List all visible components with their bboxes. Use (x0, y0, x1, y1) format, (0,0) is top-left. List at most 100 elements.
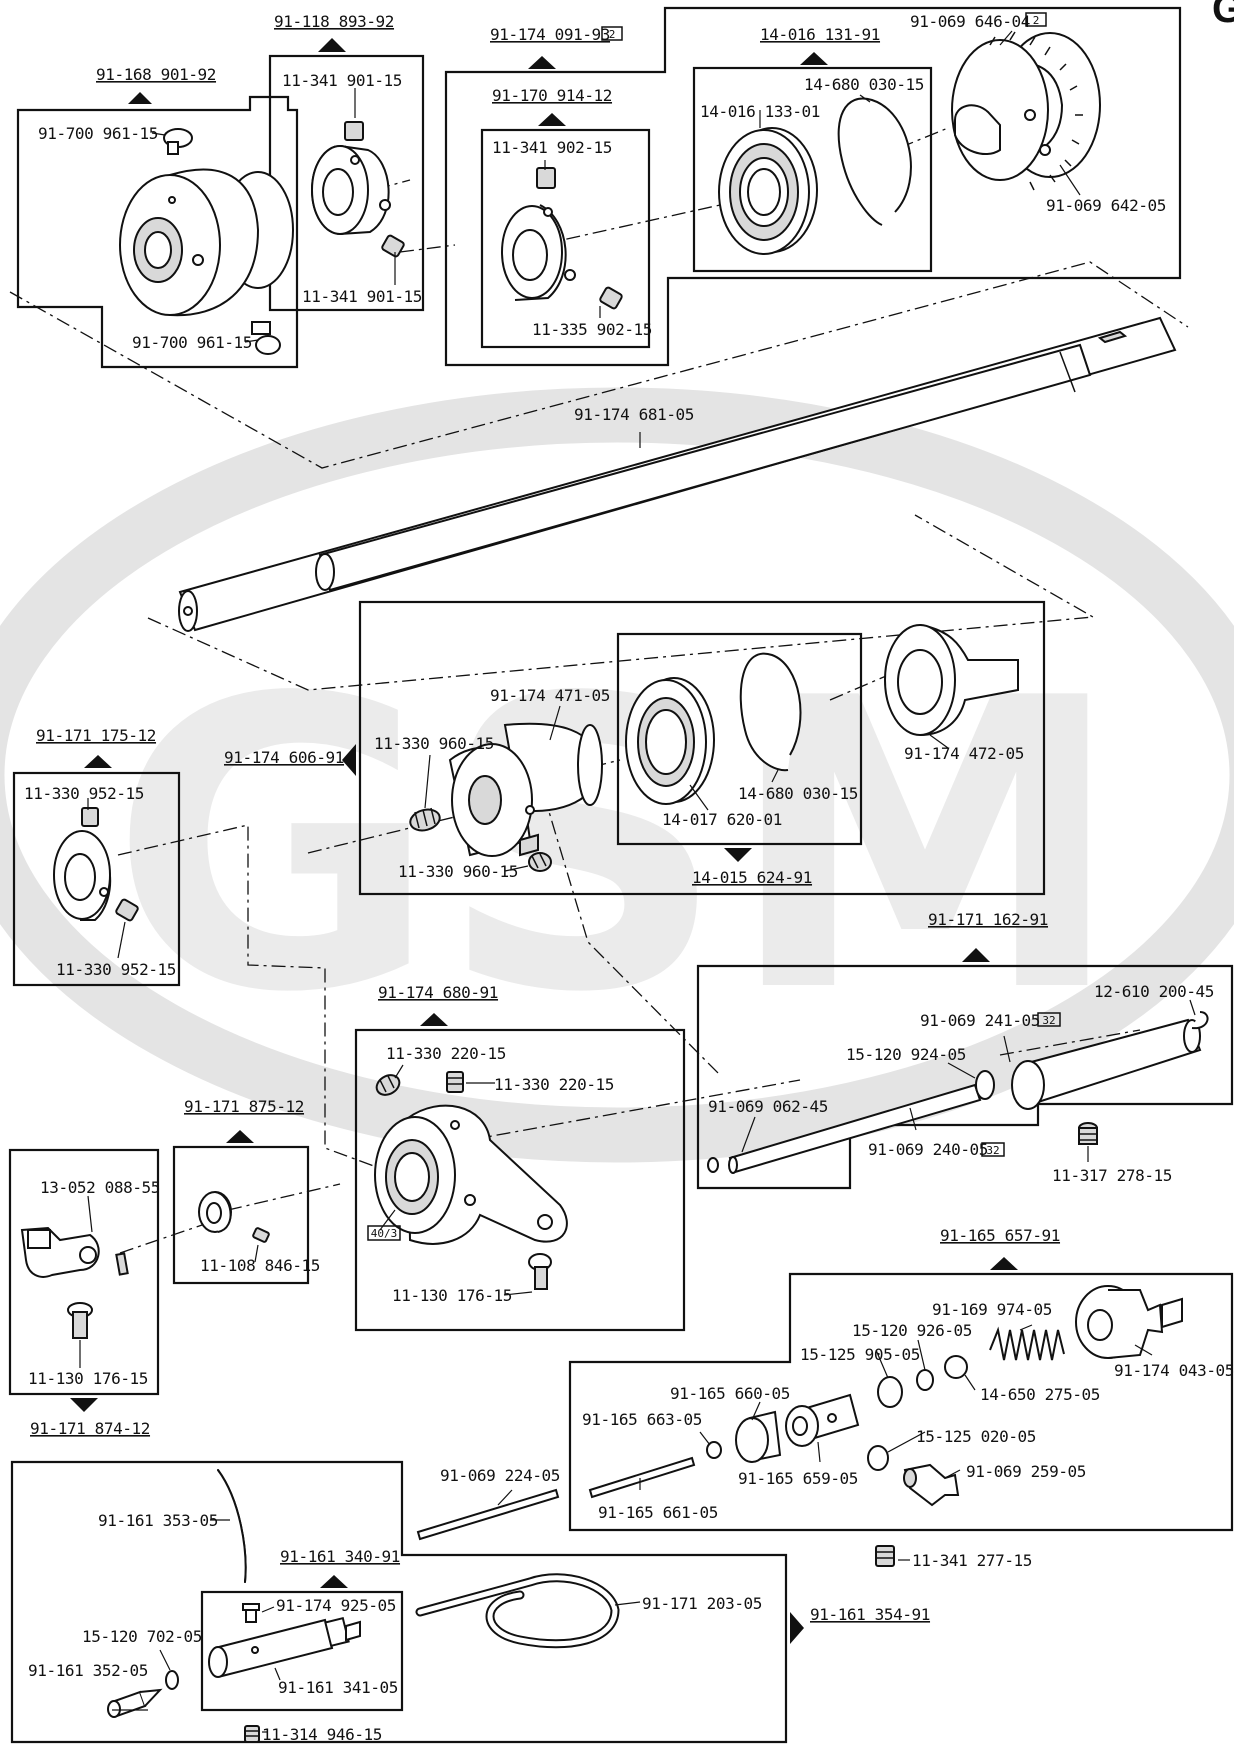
assembly-arrows (70, 38, 1018, 1644)
arrow-up-icon (990, 1257, 1018, 1270)
retaining-ring-14-680-a (837, 97, 912, 226)
assembly-labels: 91-168 901-92 91-118 893-92 91-174 091-9… (30, 12, 1060, 1624)
arrow-down-icon (724, 848, 752, 862)
box-91-174-606-91 (358, 600, 1046, 896)
arrow-up-icon (420, 1013, 448, 1026)
assembly-label-a7: 91-171 175-12 (36, 726, 156, 745)
lever-91-171-874 (20, 1226, 100, 1278)
part-label-p36: 91-165 660-05 (670, 1384, 790, 1403)
part-label-p50: 91-161 352-05 (28, 1661, 148, 1680)
leader-lines (79, 30, 1196, 1733)
spring-91-169-974 (989, 1326, 1065, 1361)
bearing-14-017 (625, 677, 715, 805)
valve-91-165-659 (785, 1393, 860, 1447)
assembly-boxes (8, 6, 1234, 1744)
assembly-label-a1: 91-168 901-92 (96, 65, 216, 84)
main-shaft (178, 316, 1177, 632)
part-label-p6: 11-335 902-15 (532, 320, 652, 339)
tip-91-161-352 (107, 1688, 163, 1718)
part-label-p23: 91-069 062-45 (708, 1097, 828, 1116)
plug-91-165-660 (735, 1410, 782, 1463)
part-label-p38: 14-650 275-05 (980, 1385, 1100, 1404)
part-label-p44: 91-069 224-05 (440, 1466, 560, 1485)
part-label-p22: 15-120 924-05 (846, 1045, 966, 1064)
part-label-p39: 91-174 043-05 (1114, 1361, 1234, 1380)
wick-91-161-353-inner (217, 1469, 247, 1583)
box-91-170-914-12 (480, 128, 651, 349)
qty-a3: 2 (609, 28, 616, 41)
box-91-171-162-91 (696, 964, 1234, 1190)
part-label-p2: 91-700 961-15 (132, 333, 252, 352)
assembly-label-a3: 91-174 091-93 (490, 25, 610, 44)
arrow-up-icon (84, 755, 112, 768)
grub-screw-11-330-960-a (409, 807, 441, 832)
grub-screw-11-330-960-b (528, 852, 552, 872)
part-label-p30: 13-052 088-55 (40, 1178, 160, 1197)
screw-91-700-a (163, 128, 193, 155)
part-label-p24: 91-069 240-05 (868, 1140, 988, 1159)
box-14-015-624-91 (616, 632, 863, 846)
part-label-p5: 11-341 902-15 (492, 138, 612, 157)
assembly-label-a4: 91-170 914-12 (492, 86, 612, 105)
part-label-p52: 11-314 946-15 (262, 1725, 382, 1744)
nozzle-91-174-043 (1075, 1285, 1183, 1359)
part-label-p11: 91-174 681-05 (574, 405, 694, 424)
collar-91-171-175 (53, 807, 139, 922)
box-91-165-657-91 (568, 1272, 1234, 1532)
grub-screw-11-330-220-a (375, 1074, 401, 1096)
part-label-p32: 11-130 176-15 (28, 1369, 148, 1388)
part-label-p48: 91-171 203-05 (642, 1594, 762, 1613)
assembly-label-a11: 91-171 875-12 (184, 1097, 304, 1116)
washer-15-125-020 (867, 1445, 889, 1471)
part-label-p14: 11-330 960-15 (398, 862, 518, 881)
arrow-up-icon (528, 56, 556, 69)
part-label-p47: 91-174 925-05 (276, 1596, 396, 1615)
part-label-p26: 11-330 220-15 (386, 1044, 506, 1063)
part-label-p33: 91-169 974-05 (932, 1300, 1052, 1319)
part-label-p20: 12-610 200-45 (1094, 982, 1214, 1001)
screw-11-314-946 (244, 1725, 260, 1743)
box-91-161-340-91 (200, 1590, 404, 1712)
fitting-91-069-259 (903, 1463, 960, 1507)
arrow-up-icon (800, 52, 828, 65)
qty-p24: 32 (986, 1144, 999, 1157)
pin-91-165-661 (588, 1456, 696, 1499)
part-label-p4: 11-341 901-15 (302, 287, 422, 306)
arrow-left-icon (342, 744, 356, 776)
part-label-p7: 14-016 133-01 (700, 102, 820, 121)
part-label-p31: 11-108 846-15 (200, 1256, 320, 1275)
assembly-label-a6: 91-174 606-91 (224, 748, 344, 767)
screw-11-341-277 (875, 1545, 895, 1567)
part-label-p21: 91-069 241-05 (920, 1011, 1040, 1030)
part-label-p41: 91-165 659-05 (738, 1469, 858, 1488)
arrow-up-icon (962, 948, 990, 962)
assembly-label-a13: 91-165 657-91 (940, 1226, 1060, 1245)
arrow-up-icon (318, 38, 346, 52)
part-labels: 91-700 961-15 91-700 961-15 11-341 901-1… (24, 12, 1234, 1744)
pin-13-052 (115, 1252, 129, 1276)
part-label-p29: 11-130 176-15 (392, 1286, 512, 1305)
qty-p9: 2 (1033, 14, 1040, 27)
part-label-p16: 14-680 030-15 (738, 784, 858, 803)
part-label-p18: 11-330 952-15 (24, 784, 144, 803)
washer-91-165-663 (706, 1441, 722, 1459)
box-91-168-901-92 (16, 95, 299, 369)
qty-box-40-3 (367, 1225, 401, 1241)
part-label-p1: 91-700 961-15 (38, 124, 158, 143)
assembly-label-a2: 91-118 893-92 (274, 12, 394, 31)
qty-p28: 40/3 (371, 1227, 398, 1240)
assembly-label-a5: 14-016 131-91 (760, 25, 880, 44)
arrow-up-icon (128, 92, 152, 104)
washer-15-120-924 (975, 1070, 995, 1100)
part-drawings (20, 31, 1209, 1743)
part-label-p45: 11-341 277-15 (912, 1551, 1032, 1570)
arrow-up-icon (538, 113, 566, 126)
ball-14-650-275 (944, 1355, 968, 1379)
screw-91-174-925 (242, 1603, 260, 1623)
box-91-171-175-12 (12, 771, 181, 987)
tube-91-069-224 (416, 1488, 560, 1541)
box-14-016-131-91 (692, 66, 933, 273)
part-label-p17: 91-174 472-05 (904, 744, 1024, 763)
collar-91-171-875 (198, 1191, 270, 1243)
